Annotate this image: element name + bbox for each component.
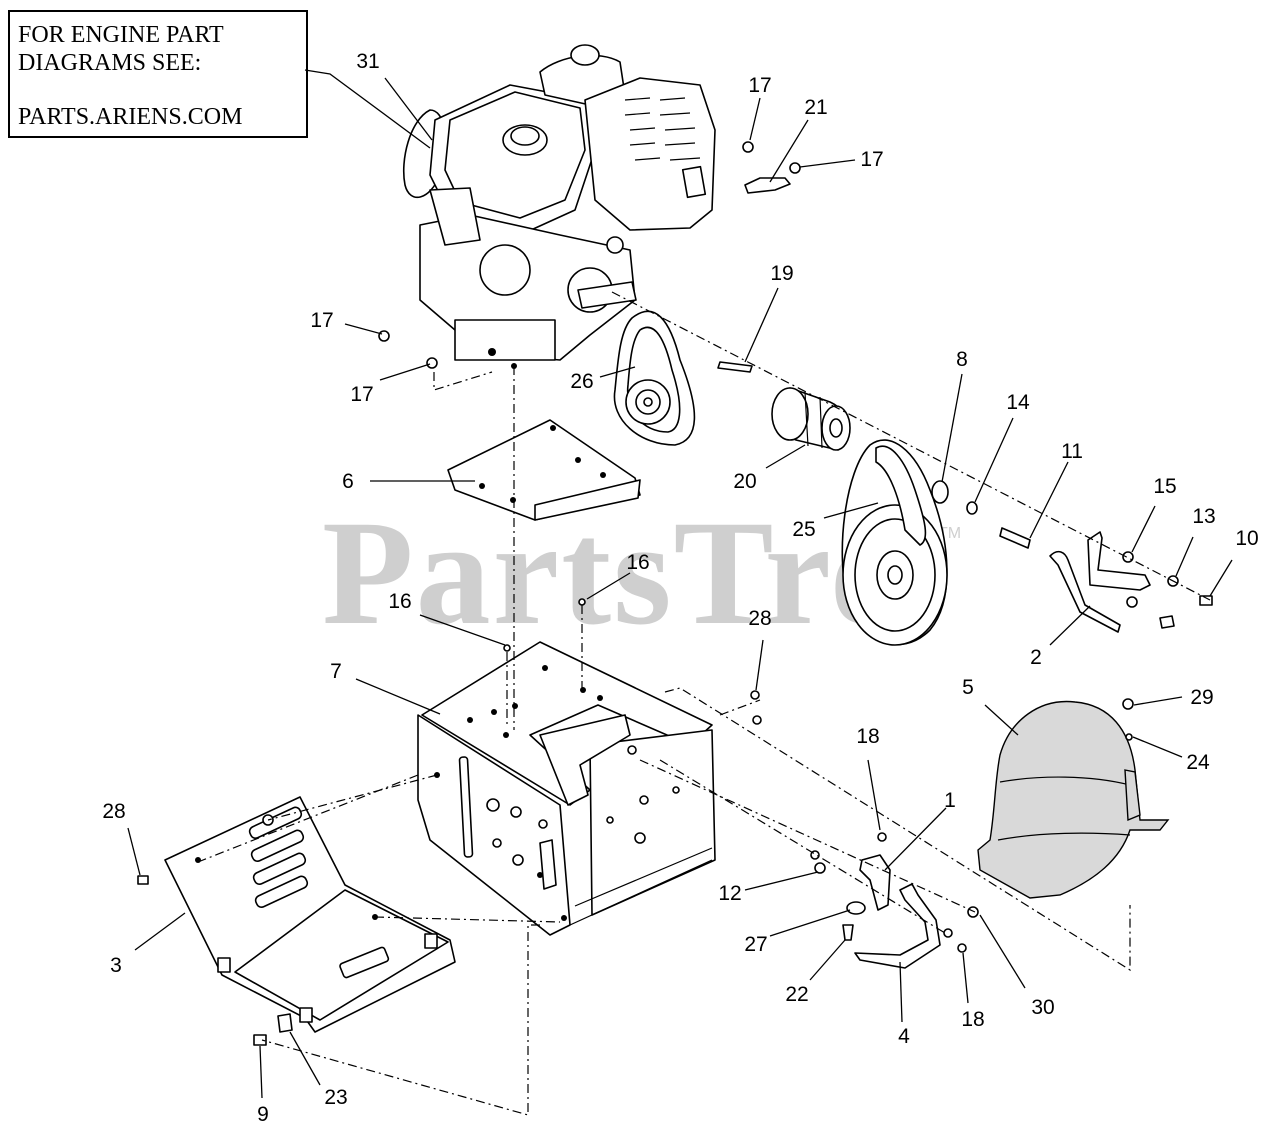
belt-cover-5 (977, 700, 1170, 899)
callout-16: 16 (388, 590, 411, 613)
callout-18: 18 (961, 1008, 984, 1031)
callout-17: 17 (310, 309, 333, 332)
callout-17: 17 (748, 74, 771, 97)
callout-15: 15 (1153, 475, 1176, 498)
pin-16-b (578, 598, 586, 606)
nut-17-top (742, 141, 754, 153)
callout-21: 21 (804, 96, 827, 119)
callout-22: 22 (785, 983, 808, 1006)
callout-28: 28 (748, 607, 771, 630)
callout-29: 29 (1190, 686, 1213, 709)
callout-19: 19 (770, 262, 793, 285)
spacer-11 (999, 527, 1031, 549)
callout-28: 28 (102, 800, 125, 823)
belt-25-pulley (841, 439, 948, 646)
engine-plate-6 (447, 419, 641, 521)
callout-31: 31 (356, 50, 379, 73)
nut-17-left-a (378, 330, 390, 342)
note-line-1: FOR ENGINE PART (18, 22, 224, 48)
key-19 (717, 361, 753, 373)
callout-7: 7 (330, 660, 342, 683)
callout-14: 14 (1006, 391, 1030, 414)
screw-28-right (750, 690, 760, 700)
engine-parts-note: FOR ENGINE PART DIAGRAMS SEE: PARTS.ARIE… (8, 10, 308, 138)
note-line-2: DIAGRAMS SEE: (18, 50, 202, 76)
bracket-21 (744, 177, 791, 194)
callout-30: 30 (1031, 996, 1054, 1019)
callout-11: 11 (1061, 440, 1083, 463)
note-line-3: PARTS.ARIENS.COM (18, 104, 243, 130)
callout-24: 24 (1186, 751, 1210, 774)
callout-13: 13 (1192, 505, 1215, 528)
bottom-cover-3 (164, 796, 456, 1033)
washer-24 (1125, 733, 1133, 741)
watermark: PartsTre (322, 490, 899, 656)
alignment-lines (197, 291, 1211, 1116)
callout-23: 23 (324, 1086, 347, 1109)
clip-23 (277, 1013, 293, 1033)
callout-27: 27 (744, 933, 767, 956)
nut-30 (967, 906, 979, 918)
bracket-1 (859, 832, 891, 911)
callout-2: 2 (1030, 646, 1042, 669)
belt-26 (613, 310, 696, 446)
engine (402, 44, 716, 369)
callout-4: 4 (898, 1025, 910, 1048)
washer-15 (1122, 551, 1134, 563)
nut-17-left-b (426, 357, 438, 369)
leader-lines (127, 69, 1233, 1099)
nut-17-right (789, 162, 801, 174)
screw-28-left (137, 875, 149, 885)
washer-27 (846, 901, 866, 915)
callout-9: 9 (257, 1103, 269, 1126)
callout-3: 3 (110, 954, 122, 977)
callout-16: 16 (626, 551, 649, 574)
bolt-12 (814, 862, 826, 874)
bolt-22 (842, 924, 854, 941)
bracket-4 (854, 883, 967, 969)
pulley-20 (771, 387, 851, 451)
callout-8: 8 (956, 348, 968, 371)
callout-26: 26 (570, 370, 593, 393)
callout-18: 18 (856, 725, 879, 748)
callout-12: 12 (718, 882, 741, 905)
frame-7 (417, 641, 716, 936)
pin-16-a (503, 644, 511, 652)
idler-8 (931, 480, 949, 504)
bolt-9 (253, 1034, 267, 1046)
callout-10: 10 (1235, 527, 1258, 550)
callout-20: 20 (733, 470, 756, 493)
callout-labels: 31 17 21 17 19 17 17 26 8 14 11 6 20 25 … (102, 50, 1258, 1126)
callout-17: 17 (860, 148, 883, 171)
screw-29 (1122, 698, 1134, 710)
screw-28-right-b (752, 715, 762, 725)
callout-5: 5 (962, 676, 974, 699)
callout-6: 6 (342, 470, 354, 493)
callout-25: 25 (792, 518, 815, 541)
callout-17: 17 (350, 383, 373, 406)
idler-arm-2 (1049, 531, 1175, 633)
washer-14 (966, 501, 978, 515)
bolt-10 (1199, 595, 1213, 606)
callout-1: 1 (944, 789, 956, 812)
